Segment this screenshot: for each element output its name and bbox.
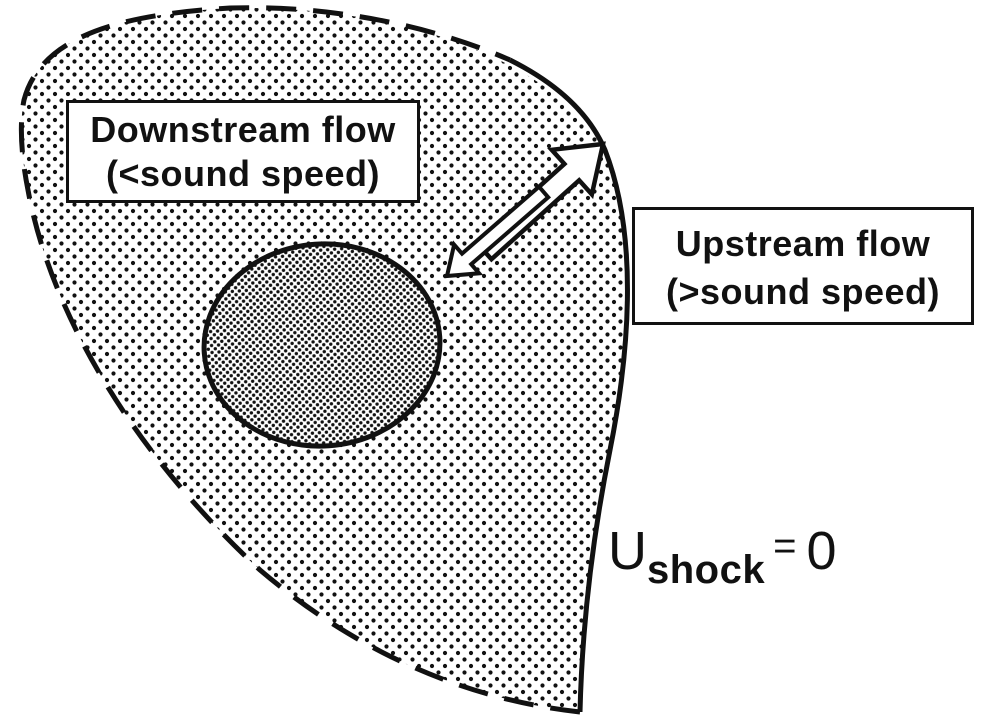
upstream-label-line2: (>sound speed)	[635, 268, 971, 316]
shock-subscript: shock	[647, 548, 765, 592]
downstream-label-box: Downstream flow (<sound speed)	[66, 100, 420, 203]
upstream-label-box: Upstream flow (>sound speed)	[632, 207, 974, 325]
shock-value: 0	[806, 521, 836, 581]
shock-speed-label: Ushock=0	[608, 520, 837, 582]
downstream-label-line1: Downstream flow	[69, 108, 417, 152]
shock-equals: =	[773, 524, 796, 568]
downstream-label-line2: (<sound speed)	[69, 152, 417, 196]
shock-symbol: U	[608, 521, 647, 581]
upstream-label-line1: Upstream flow	[635, 220, 971, 268]
